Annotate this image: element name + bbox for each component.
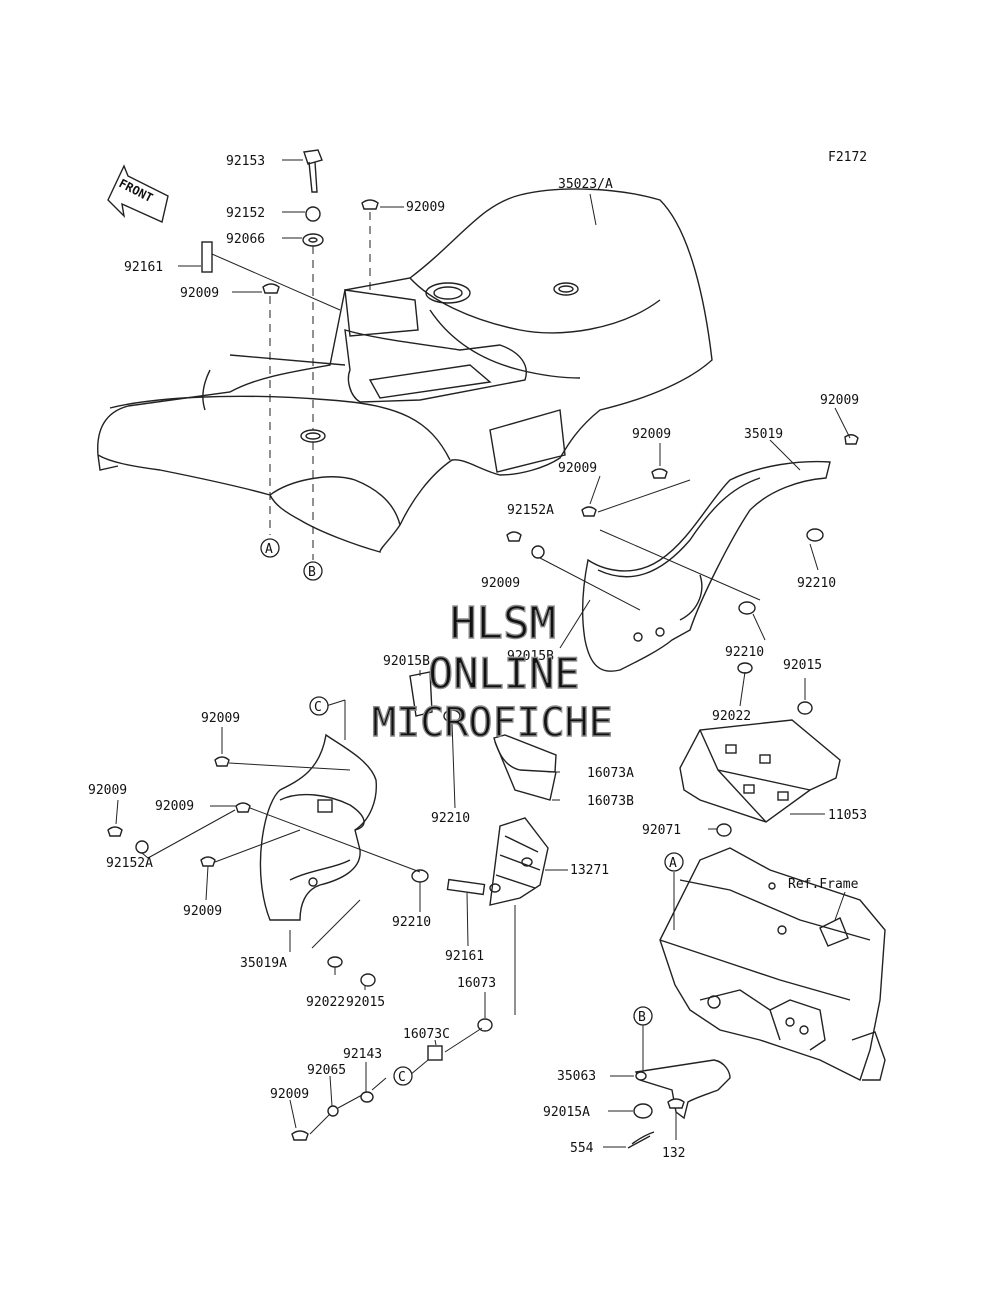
top-hardware-drawing bbox=[201, 149, 379, 294]
watermark-line-2: ONLINE bbox=[428, 649, 580, 698]
part-label-92009: 92009 bbox=[632, 427, 671, 442]
part-label-92015: 92015 bbox=[783, 658, 822, 673]
part-label-92152a: 92152A bbox=[106, 856, 153, 871]
part-label-554: 554 bbox=[570, 1141, 594, 1156]
part-label-16073a: 16073A bbox=[587, 766, 634, 781]
part-label-92210: 92210 bbox=[392, 915, 431, 930]
part-label-92152a: 92152A bbox=[507, 503, 554, 518]
part-label-92015b: 92015B bbox=[383, 654, 430, 669]
part-label-92210: 92210 bbox=[431, 811, 470, 826]
part-label-92009: 92009 bbox=[180, 286, 219, 301]
rear-fender-drawing bbox=[97, 188, 713, 553]
part-label-35019a: 35019A bbox=[240, 956, 287, 971]
part-label-92015a: 92015A bbox=[543, 1105, 590, 1120]
part-label-35019: 35019 bbox=[744, 427, 783, 442]
part-label-92009: 92009 bbox=[481, 576, 520, 591]
heat-guard-drawing bbox=[291, 734, 557, 1141]
part-label-11053: 11053 bbox=[828, 808, 867, 823]
part-label-92009: 92009 bbox=[155, 799, 194, 814]
frame-drawing bbox=[659, 847, 886, 1081]
callout-c-top: C bbox=[314, 700, 322, 715]
part-label-16073b: 16073B bbox=[587, 794, 634, 809]
part-label-92022: 92022 bbox=[306, 995, 345, 1010]
part-label-92210: 92210 bbox=[797, 576, 836, 591]
part-label-92015b: 92015B bbox=[507, 649, 554, 664]
part-label-92153: 92153 bbox=[226, 154, 265, 169]
part-label-92009: 92009 bbox=[820, 393, 859, 408]
part-label-92210: 92210 bbox=[725, 645, 764, 660]
ref-frame-label: Ref.Frame bbox=[788, 877, 859, 892]
part-label-35063: 35063 bbox=[557, 1069, 596, 1084]
front-arrow-icon: FRONT bbox=[107, 164, 169, 223]
part-label-16073c: 16073C bbox=[403, 1027, 450, 1042]
watermark-line-1: HLSM bbox=[450, 598, 556, 649]
part-label-92009: 92009 bbox=[201, 711, 240, 726]
part-label-92022: 92022 bbox=[712, 709, 751, 724]
callout-a-top: A bbox=[265, 542, 273, 557]
part-label-92009: 92009 bbox=[270, 1087, 309, 1102]
part-label-92066: 92066 bbox=[226, 232, 265, 247]
part-label-92071: 92071 bbox=[642, 823, 681, 838]
part-label-92009: 92009 bbox=[183, 904, 222, 919]
callout-c-bottom: C bbox=[398, 1070, 406, 1085]
part-label-92009: 92009 bbox=[406, 200, 445, 215]
part-label-132: 132 bbox=[662, 1146, 685, 1161]
callout-a-bottom: A bbox=[669, 856, 677, 871]
battery-tray-drawing bbox=[679, 719, 841, 837]
callout-b-bottom: B bbox=[638, 1010, 646, 1025]
part-label-92161: 92161 bbox=[124, 260, 163, 275]
figure-id: F2172 bbox=[828, 150, 867, 165]
callout-b-top: B bbox=[308, 565, 316, 580]
part-label-92015: 92015 bbox=[346, 995, 385, 1010]
part-label-92065: 92065 bbox=[307, 1063, 346, 1078]
part-label-92009: 92009 bbox=[558, 461, 597, 476]
part-label-13271: 13271 bbox=[570, 863, 609, 878]
bracket-drawing bbox=[627, 1059, 731, 1149]
part-label-92143: 92143 bbox=[343, 1047, 382, 1062]
part-label-92152: 92152 bbox=[226, 206, 265, 221]
left-flap-drawing bbox=[107, 671, 461, 987]
part-label-16073: 16073 bbox=[457, 976, 496, 991]
part-label-35023a: 35023/A bbox=[558, 177, 613, 192]
part-label-92009: 92009 bbox=[88, 783, 127, 798]
part-label-92161: 92161 bbox=[445, 949, 484, 964]
watermark-line-3: MICROFICHE bbox=[372, 700, 613, 746]
right-flap-drawing bbox=[506, 434, 859, 715]
